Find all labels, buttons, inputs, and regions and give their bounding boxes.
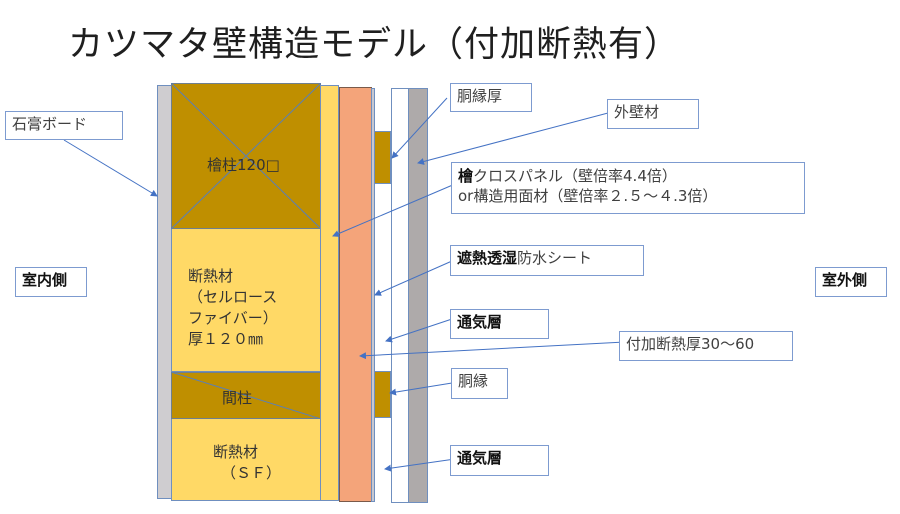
callout-gypsum-text: 石膏ボード [12,115,88,133]
leader-sheet [374,260,453,296]
panel-line-2: or構造用面材（壁倍率２.５～４.3倍） [458,187,718,205]
callout-gypsum-board: 石膏ボード [5,111,123,140]
column-label: 檜柱120□ [207,156,280,174]
leader-exterior-wall [417,112,609,165]
panel-line-1: 檜クロスパネル（壁倍率4.4倍） [458,166,798,186]
insulation-cellulose-layer [171,228,321,372]
leader-added-insulation [359,341,626,360]
sf-label-line: （ＳＦ） [221,464,282,482]
callout-added-insulation: 付加断熱厚30〜60 [619,331,793,361]
exterior-wall-layer [408,88,428,503]
callout-waterproof-sheet: 遮熱透湿防水シート [450,245,644,276]
leader-furring [389,382,453,396]
callout-furring: 胴縁 [451,368,508,399]
furring-strip-upper [374,131,391,184]
callout-structural-panel: 檜クロスパネル（壁倍率4.4倍） or構造用面材（壁倍率２.５～４.3倍） [451,162,805,214]
leader-furring-thickness [391,97,448,159]
insulation-label-line: 厚１２０㎜ [188,330,264,348]
furring-text: 胴縁 [458,372,489,390]
label-indoor-side: 室内側 [15,267,87,297]
panel-bold-text: 檜 [458,167,474,185]
insulation-label-line: 断熱材 [188,267,234,285]
sheet-bold-text: 遮熱透湿 [457,249,518,267]
insulation-label-line: （セルロース [188,288,278,306]
indoor-text: 室内側 [22,271,68,289]
label-outdoor-side: 室外側 [815,267,887,297]
callout-exterior-wall-text: 外壁材 [614,103,660,121]
insulation-label: 断熱材 （セルロース ファイバー） 厚１２０㎜ [188,266,278,350]
diagram-title: カツマタ壁構造モデル（付加断熱有） [68,25,681,65]
leader-ventilation-lower [384,458,456,472]
added-insulation-layer [339,87,372,502]
stud-label: 間柱 [222,389,253,407]
structural-panel-layer [320,85,339,501]
column-cross-mark [171,83,321,229]
panel-text-1: クロスパネル（壁倍率4.4倍） [473,167,677,185]
callout-ventilation-lower: 通気層 [450,445,549,476]
added-insulation-text: 付加断熱厚30〜60 [626,335,755,353]
sf-insulation-label: 断熱材 （ＳＦ） [213,442,281,484]
ventilation-upper-text: 通気層 [457,313,503,331]
sheet-rest-text: 防水シート [517,249,593,267]
leader-gypsum [63,139,158,197]
outdoor-text: 室外側 [822,271,868,289]
callout-ventilation-upper: 通気層 [450,309,549,339]
sf-label-line: 断熱材 [213,443,259,461]
callout-furring-thickness: 胴縁厚 [450,83,532,112]
leader-panel [332,183,456,237]
leader-ventilation-upper [385,317,456,343]
insulation-label-line: ファイバー） [188,309,278,327]
ventilation-lower-text: 通気層 [457,449,503,467]
callout-furring-thickness-text: 胴縁厚 [457,87,503,105]
callout-exterior-wall: 外壁材 [607,99,699,129]
stud-diagonal-mark [171,372,321,419]
